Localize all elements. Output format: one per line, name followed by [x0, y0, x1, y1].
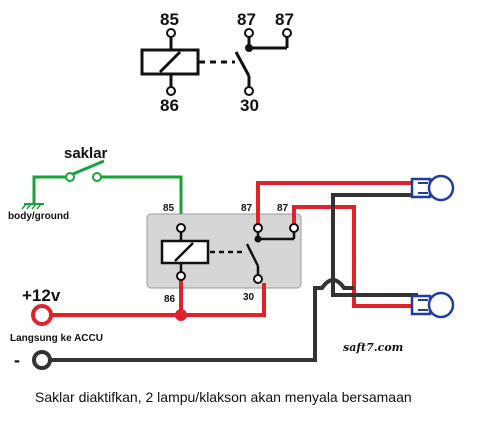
relay-terminal-87a	[253, 223, 263, 233]
negative-circuit	[32, 193, 418, 370]
relay-schematic-symbol: 85 87 87 86 30	[140, 10, 294, 115]
battery-label: Langsung ke ACCU	[10, 333, 103, 344]
relay-pin-87b-label: 87	[277, 203, 289, 214]
terminal-86	[166, 86, 176, 96]
relay-pin-86-label: 86	[164, 294, 176, 305]
ground-wire	[32, 175, 70, 204]
coil-diagonal	[158, 50, 182, 74]
positive-terminal	[31, 304, 53, 326]
watermark: saft7.com	[343, 341, 403, 354]
terminal-85	[166, 28, 176, 38]
relay-terminal-86	[176, 271, 186, 281]
positive-circuit	[31, 181, 418, 326]
relay-switch-arm	[245, 243, 260, 267]
wire-battery-to-30	[42, 283, 266, 317]
caption: Saklar diaktifkan, 2 lampu/klakson akan …	[35, 389, 412, 405]
lamp-icon	[427, 174, 455, 202]
switch-arm	[234, 51, 251, 77]
lamp-icon	[427, 291, 455, 319]
switch-to-85-wire	[97, 175, 183, 226]
pin-87b-label: 87	[275, 10, 294, 29]
negative-terminal	[32, 350, 52, 370]
negative-label: -	[14, 350, 20, 370]
relay-pin-85-label: 85	[163, 203, 175, 214]
negative-wire	[42, 278, 354, 362]
terminal-30	[244, 86, 254, 96]
switch-label: saklar	[64, 145, 108, 162]
pin-87a-label: 87	[237, 10, 256, 29]
positive-label: +12v	[22, 286, 61, 305]
junction-positive	[175, 309, 187, 321]
lamp-2	[410, 291, 455, 319]
lamp-1	[410, 174, 455, 202]
switch-circuit: saklar body/ground	[8, 145, 183, 226]
switch-contact-right	[92, 172, 102, 182]
relay-internals: 85 87 87 86 30	[160, 203, 299, 305]
relay-terminal-30	[253, 274, 263, 284]
pin-85-label: 85	[160, 10, 179, 29]
lamp-return-wire	[331, 193, 418, 297]
switch-contact-left	[65, 172, 75, 182]
switch-lever	[72, 159, 105, 176]
ground-icon	[21, 203, 44, 210]
wire-87b-down	[292, 205, 356, 288]
relay-pin-30-label: 30	[243, 292, 255, 303]
pin-86-label: 86	[160, 96, 179, 115]
terminal-87a	[244, 28, 254, 38]
ground-label: body/ground	[8, 211, 69, 222]
relay-pin-87a-label: 87	[241, 203, 253, 214]
pin-30-label: 30	[240, 96, 259, 115]
relay-terminal-85	[176, 223, 186, 233]
wire-87-to-lamp1	[256, 181, 418, 226]
relay-terminal-87b	[289, 223, 299, 233]
terminal-87b	[282, 28, 292, 38]
